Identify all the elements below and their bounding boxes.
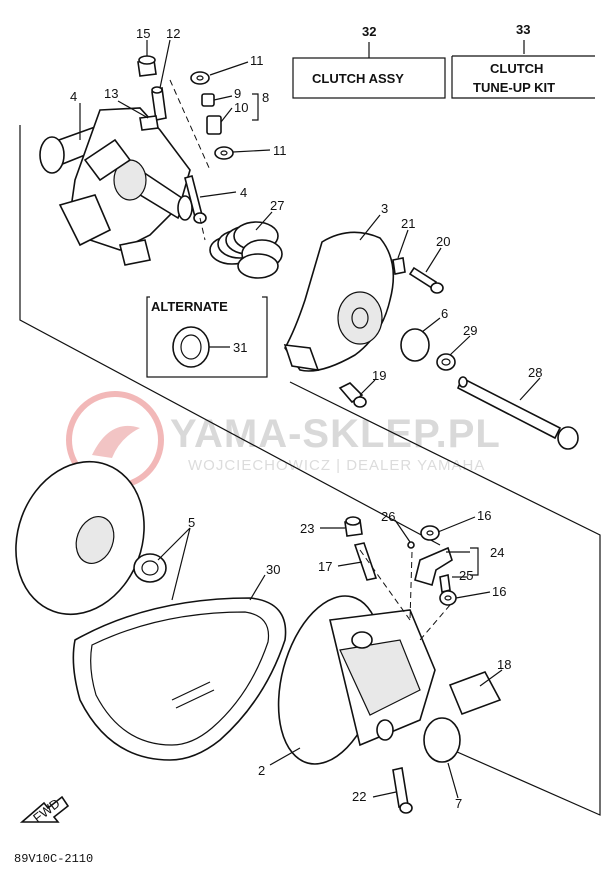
right-small-parts xyxy=(338,257,579,450)
assembly-33-label-line2: TUNE-UP KIT xyxy=(473,80,555,95)
lower-small-parts xyxy=(344,516,502,814)
callout-22: 22 xyxy=(352,789,366,804)
part-11-washer-b xyxy=(214,146,234,160)
watermark-brand: YAMA-SKLEP.PL xyxy=(170,412,501,456)
part-16-washer-b xyxy=(439,590,457,606)
part-13-roller xyxy=(139,115,159,131)
assembly-32-number: 32 xyxy=(362,24,376,39)
assembly-32: 32 CLUTCH ASSY xyxy=(292,24,446,99)
alternate-title: ALTERNATE xyxy=(151,299,228,314)
callout-6: 6 xyxy=(441,306,448,321)
callout-5: 5 xyxy=(188,515,195,530)
fwd-direction-marker: FWD xyxy=(19,796,70,826)
callout-11a: 11 xyxy=(250,53,264,68)
fixed-sheave xyxy=(15,460,145,616)
callout-21: 21 xyxy=(401,216,415,231)
assembly-32-label: CLUTCH ASSY xyxy=(312,71,404,86)
callout-17: 17 xyxy=(318,559,332,574)
part-22-bolt xyxy=(392,767,409,808)
part-25-roller xyxy=(439,574,451,593)
callout-7: 7 xyxy=(455,796,462,811)
part-11-washer-a xyxy=(190,71,210,85)
callout-28: 28 xyxy=(528,365,542,380)
part-27-spring xyxy=(209,221,283,279)
callout-16a: 16 xyxy=(477,508,491,523)
part-3-cover xyxy=(283,231,395,372)
part-7-bushing xyxy=(423,717,461,763)
callout-8: 8 xyxy=(262,90,269,105)
callout-13: 13 xyxy=(104,86,118,101)
dashed-leaders xyxy=(169,79,451,641)
top-small-parts xyxy=(137,55,234,224)
assembly-32-box xyxy=(292,57,446,99)
callout-4a: 4 xyxy=(70,89,77,104)
part-18-sleeve xyxy=(448,671,502,716)
part-9-bushing xyxy=(201,93,215,107)
callout-24: 24 xyxy=(490,545,504,560)
part-10-bushing xyxy=(206,115,222,135)
callout-10: 10 xyxy=(234,100,248,115)
part-16-washer-a xyxy=(420,525,440,541)
part-4-spider xyxy=(39,107,193,266)
assembly-33-label-line1: CLUTCH xyxy=(490,61,543,76)
callout-15: 15 xyxy=(136,26,150,41)
callout-16b: 16 xyxy=(492,584,506,599)
callout-3: 3 xyxy=(381,201,388,216)
callout-25: 25 xyxy=(459,568,473,583)
part-2-sliding-sheave xyxy=(277,595,436,765)
part-17-pin xyxy=(353,542,378,581)
watermark-dealer: WOJCIECHOWICZ | DEALER YAMAHA xyxy=(188,457,485,474)
part-5-bushing xyxy=(133,553,167,583)
watermark: YAMA-SKLEP.PL WOJCIECHOWICZ | DEALER YAM… xyxy=(66,391,501,489)
watermark-logo-mark xyxy=(92,425,140,458)
part-26-ball xyxy=(407,541,415,549)
callout-11b: 11 xyxy=(273,143,287,158)
part-29-washer xyxy=(436,353,456,371)
callout-19: 19 xyxy=(372,368,386,383)
part-6-bushing xyxy=(400,328,430,362)
part-24-arm xyxy=(414,546,453,586)
assembly-outline xyxy=(19,125,601,816)
callout-20: 20 xyxy=(436,234,450,249)
alternate-box: ALTERNATE 31 xyxy=(146,296,268,378)
part-30-belt xyxy=(72,597,287,761)
assembly-33-number: 33 xyxy=(516,22,530,37)
callout-27: 27 xyxy=(270,198,284,213)
assembly-33: 33 CLUTCH TUNE-UP KIT xyxy=(451,22,595,99)
callout-30: 30 xyxy=(266,562,280,577)
callout-23: 23 xyxy=(300,521,314,536)
leader-lines xyxy=(79,39,541,799)
callout-26: 26 xyxy=(381,509,395,524)
callout-4b: 4 xyxy=(240,185,247,200)
part-21-nut xyxy=(392,257,406,275)
callout-31: 31 xyxy=(233,340,247,355)
callout-9: 9 xyxy=(234,86,241,101)
callout-2: 2 xyxy=(258,763,265,778)
callout-18: 18 xyxy=(497,657,511,672)
diagram-code: 89V10C-2110 xyxy=(14,852,93,866)
callout-29: 29 xyxy=(463,323,477,338)
callouts: 15 12 11 9 8 10 4 13 11 4 27 3 21 20 6 2… xyxy=(70,26,542,811)
part-31-shim xyxy=(172,326,210,368)
callout-12: 12 xyxy=(166,26,180,41)
